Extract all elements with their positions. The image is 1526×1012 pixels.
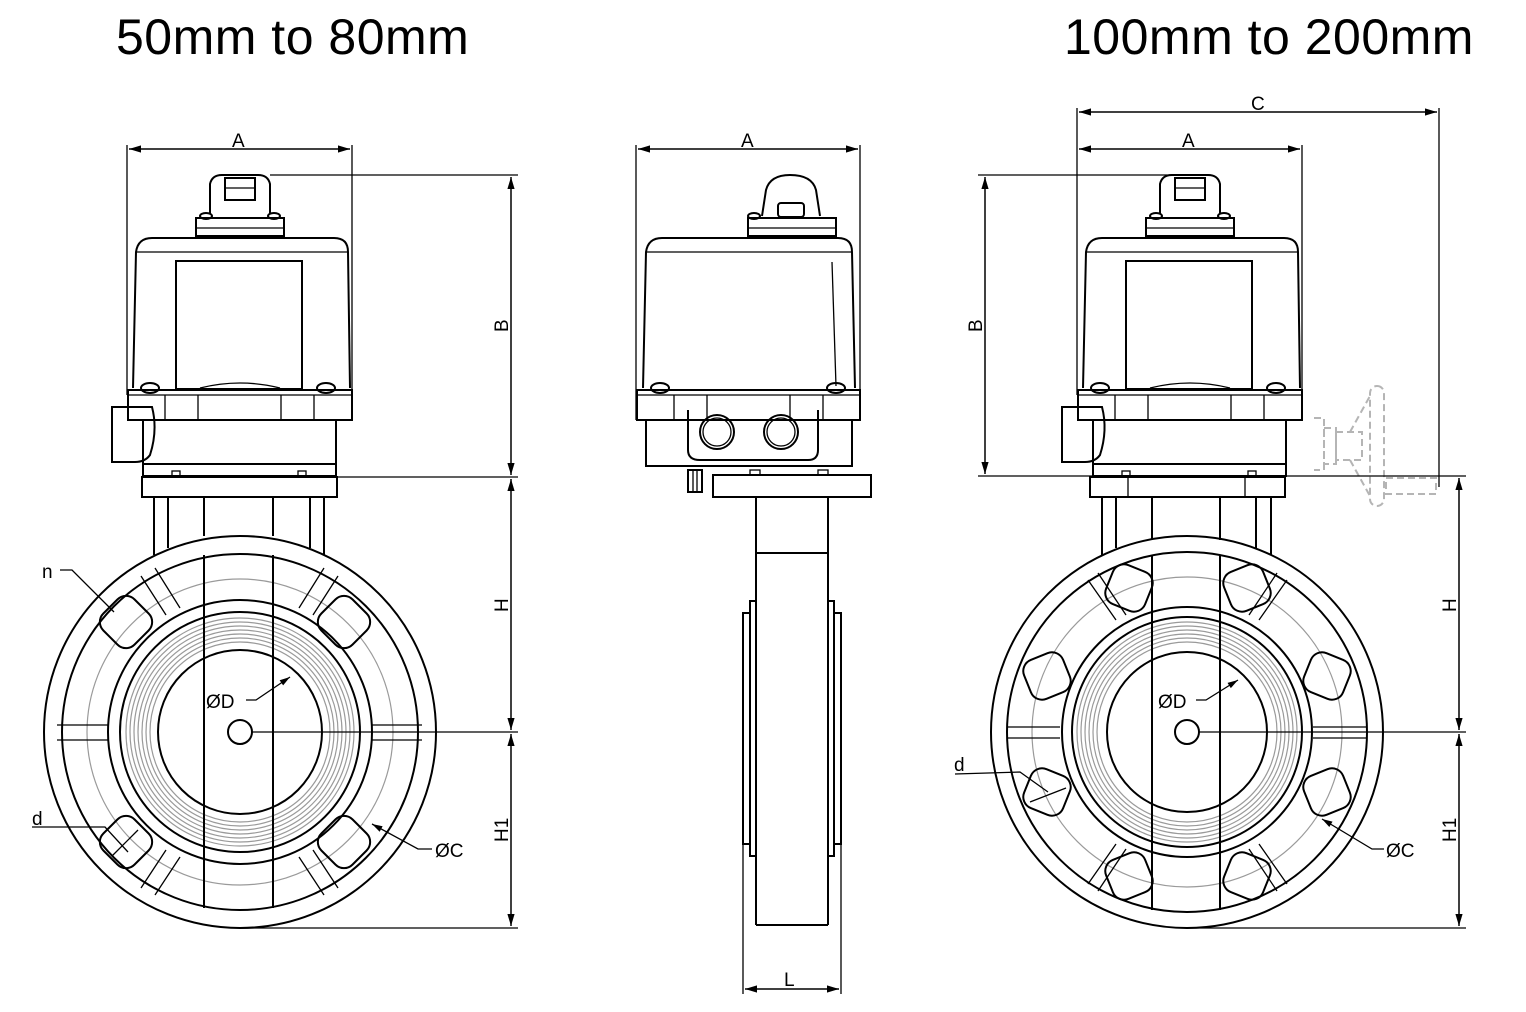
- bolt-hole: [1302, 651, 1352, 701]
- title-small-size-range: 50mm to 80mm: [116, 9, 470, 65]
- bolt-hole: [1022, 767, 1072, 817]
- label-n: n: [42, 562, 53, 583]
- label-h1-large: H1: [1440, 818, 1461, 842]
- actuator-connector: [195, 174, 285, 237]
- bolt-hole: [98, 594, 154, 650]
- bolt-hole: [1302, 767, 1352, 817]
- dimension-b-h-h1-large: B H H1: [966, 174, 1466, 929]
- leader-lines-large: d ØD ØC: [954, 679, 1415, 862]
- dimension-a: A: [126, 131, 353, 395]
- shaft-center: [227, 719, 253, 745]
- bolt-hole: [316, 594, 372, 650]
- dimension-b-h-h1: B H H1: [240, 174, 518, 929]
- label-h1: H1: [492, 818, 513, 842]
- dimension-a-side: A: [635, 131, 861, 420]
- label-a: A: [232, 131, 245, 152]
- label-b: B: [492, 319, 513, 332]
- leader-lines: n d ØD ØC: [32, 562, 464, 862]
- bolt-hole: [316, 814, 372, 870]
- side-body: L: [712, 469, 872, 994]
- shaft-center-large: [1174, 719, 1200, 745]
- bolt-hole: [1104, 851, 1154, 901]
- manual-override-handwheel: [1314, 385, 1437, 507]
- label-h-large: H: [1440, 598, 1461, 612]
- label-d: d: [32, 809, 43, 830]
- label-h: H: [492, 598, 513, 612]
- dimension-c-a: C A: [1076, 94, 1440, 487]
- bolt-hole: [1104, 563, 1154, 613]
- label-od-large: ØD: [1158, 692, 1187, 713]
- actuator-large: [1061, 174, 1303, 477]
- label-oc-large: ØC: [1386, 841, 1415, 862]
- cable-gland: [699, 414, 735, 450]
- bolt-hole: [1222, 851, 1272, 901]
- label-d-large: d: [954, 755, 965, 776]
- bolt-holes-large: [1022, 563, 1352, 901]
- small-valve-front-view: A: [32, 131, 518, 929]
- valve-neck-large: [1089, 476, 1286, 555]
- actuator-housing: [111, 237, 353, 477]
- title-large-size-range: 100mm to 200mm: [1064, 9, 1474, 65]
- bolt-hole: [98, 814, 154, 870]
- label-l: L: [784, 970, 795, 991]
- label-a-large: A: [1182, 131, 1195, 152]
- label-c: C: [1251, 94, 1265, 115]
- side-actuator: [636, 173, 861, 493]
- bolt-holes: [98, 594, 372, 870]
- valve-neck: [141, 476, 338, 555]
- large-valve-front-view: C A: [954, 94, 1466, 929]
- label-oc: ØC: [435, 841, 464, 862]
- label-b-large: B: [966, 319, 987, 332]
- label-a-side: A: [741, 131, 754, 152]
- side-view: A: [635, 131, 872, 994]
- label-od: ØD: [206, 692, 235, 713]
- bolt-hole: [1222, 563, 1272, 613]
- bolt-hole: [1022, 651, 1072, 701]
- cable-gland: [763, 414, 799, 450]
